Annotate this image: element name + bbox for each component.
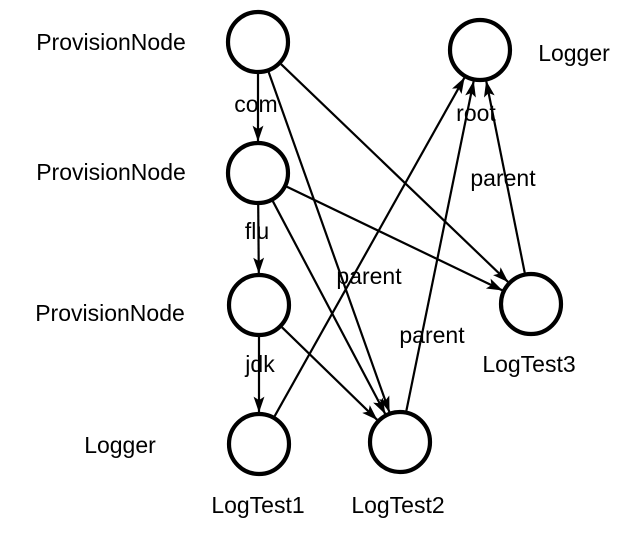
node-logtest1 bbox=[226, 411, 292, 477]
edge-n2-logtest2 bbox=[271, 200, 387, 415]
edge-n3-logtest2 bbox=[281, 326, 378, 421]
node-layer bbox=[225, 9, 564, 477]
node-label-logtest3: LogTest3 bbox=[482, 351, 575, 377]
label-layer: ProvisionNodeProvisionNodeProvisionNodeL… bbox=[35, 29, 610, 518]
edge-layer bbox=[252, 63, 526, 421]
class-label-0: ProvisionNode bbox=[36, 29, 186, 55]
node-n3 bbox=[226, 272, 292, 338]
node-label-logtest2: LogTest2 bbox=[351, 492, 444, 518]
edge-label-n1-n2: com bbox=[234, 91, 277, 117]
edge-logtest1-root bbox=[273, 77, 466, 417]
edge-label-logtest3-root: parent bbox=[470, 165, 536, 191]
node-logtest2 bbox=[367, 409, 433, 475]
edge-label-logtest1-root: parent bbox=[336, 263, 402, 289]
edge-n2-n3 bbox=[253, 204, 265, 274]
node-logtest3 bbox=[498, 271, 564, 337]
node-n2 bbox=[225, 140, 291, 206]
edge-label-n2-n3: flu bbox=[245, 218, 269, 244]
edge-label-n3-logtest1: jdk bbox=[244, 351, 275, 377]
edge-n1-logtest3 bbox=[280, 63, 509, 283]
node-n1 bbox=[225, 9, 291, 75]
node-sublabel-root: root bbox=[456, 100, 496, 126]
class-label-2: ProvisionNode bbox=[35, 300, 185, 326]
class-label-1: ProvisionNode bbox=[36, 159, 186, 185]
node-label-root: Logger bbox=[538, 40, 610, 66]
edge-n1-logtest2 bbox=[267, 71, 391, 413]
node-root bbox=[447, 17, 513, 83]
edge-logtest3-root bbox=[483, 80, 526, 273]
class-label-3: Logger bbox=[84, 432, 156, 458]
node-label-logtest1: LogTest1 bbox=[211, 492, 304, 518]
edge-logtest2-root bbox=[405, 80, 476, 411]
edge-label-logtest2-root: parent bbox=[399, 322, 465, 348]
edge-n2-logtest3 bbox=[286, 185, 503, 292]
